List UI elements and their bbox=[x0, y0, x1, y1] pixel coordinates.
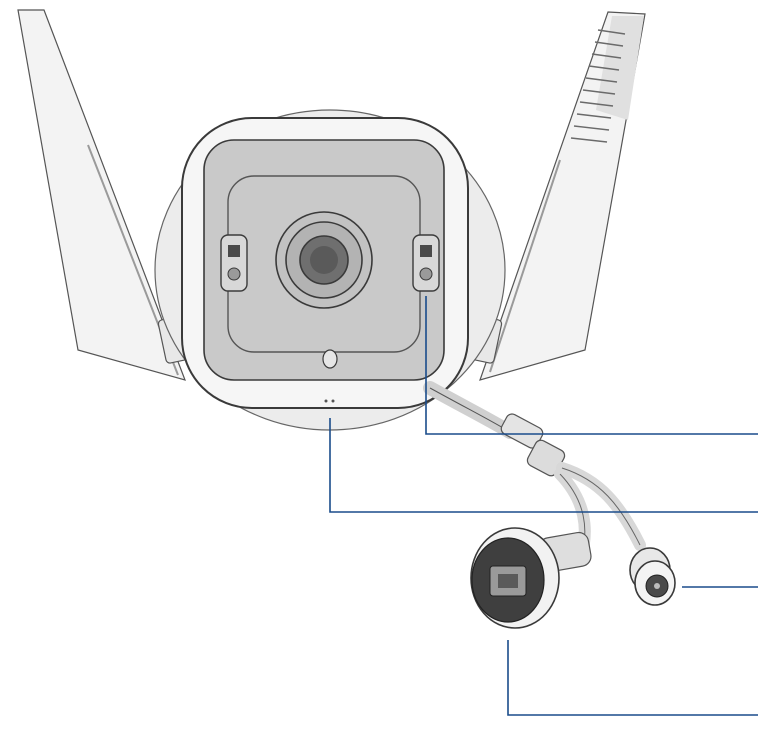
callout-ir-light-right bbox=[425, 296, 758, 435]
ir-light-right bbox=[412, 234, 440, 292]
callout-ethernet-port bbox=[507, 640, 758, 716]
callout-status-led bbox=[329, 418, 758, 513]
lens bbox=[275, 211, 373, 309]
microphone bbox=[324, 399, 335, 403]
ir-light-left bbox=[220, 234, 248, 292]
ethernet-port bbox=[470, 527, 592, 629]
power-port bbox=[629, 547, 676, 606]
antenna-grip-lines bbox=[570, 29, 626, 143]
antenna-left bbox=[17, 9, 189, 381]
antenna-right bbox=[471, 11, 646, 381]
callout-lines bbox=[329, 296, 758, 716]
status-led bbox=[322, 349, 338, 369]
